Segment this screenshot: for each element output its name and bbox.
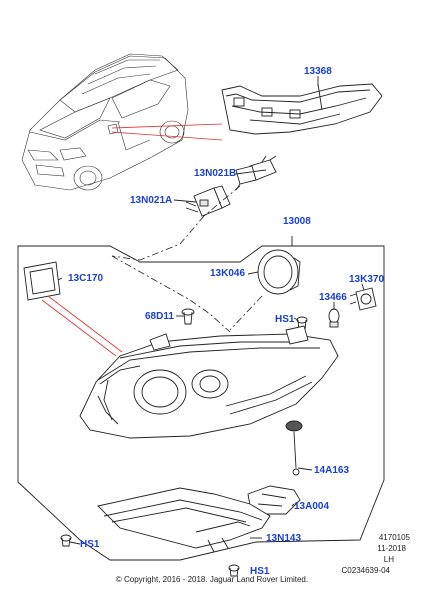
headlamp-cover-13K046[interactable] [257, 249, 301, 295]
part-label-13A004[interactable]: 13A004 [294, 501, 330, 512]
diagram-code: C0234639-04 [341, 566, 390, 575]
part-label-hs1-left[interactable]: HS1 [80, 539, 100, 550]
bracket-13A004[interactable] [247, 485, 301, 515]
part-label-13N021A[interactable]: 13N021A [130, 195, 173, 206]
vehicle-illustration [21, 53, 189, 191]
control-module-13C170[interactable] [23, 261, 123, 357]
copyright-notice: © Copyright, 2016 - 2018. Jaguar Land Ro… [115, 575, 309, 584]
diagram-side: LH [383, 555, 394, 564]
bulb-holder-13K370[interactable] [349, 287, 377, 311]
mirror-indicator-lamp[interactable] [221, 83, 383, 135]
part-label-14A163[interactable]: 14A163 [314, 465, 350, 476]
diagram-date: 11-2018 [377, 544, 406, 553]
part-label-13N143[interactable]: 13N143 [266, 533, 302, 544]
headlamp-assembly-box [17, 236, 385, 561]
part-label-68D11[interactable]: 68D11 [145, 311, 174, 322]
part-label-hs1-upper[interactable]: HS1 [275, 314, 295, 325]
part-14A163[interactable] [285, 420, 303, 476]
bracket-13N143[interactable] [97, 487, 271, 553]
xenon-module-13N021A[interactable] [185, 185, 231, 217]
screw-hs1-bottom[interactable] [228, 564, 240, 577]
part-label-hs1-bottom[interactable]: HS1 [250, 566, 270, 577]
mirror-callout-lines [111, 123, 223, 141]
screw-hs1-left[interactable] [60, 534, 72, 547]
leader-lines [57, 76, 365, 545]
part-label-13N021B[interactable]: 13N021B [194, 168, 237, 179]
part-label-13C170[interactable]: 13C170 [68, 273, 104, 284]
part-label-13K046[interactable]: 13K046 [210, 268, 246, 279]
screw-68D11[interactable] [181, 308, 195, 325]
assembly-lines [111, 185, 263, 333]
bulb-13466[interactable] [328, 308, 340, 328]
headlamp-unit[interactable] [79, 325, 339, 439]
part-label-13368[interactable]: 13368 [304, 66, 332, 77]
part-label-13008[interactable]: 13008 [283, 216, 311, 227]
part-label-13K370[interactable]: 13K370 [349, 274, 385, 285]
diagram-reference-number: 4170105 [378, 533, 410, 542]
part-label-13466[interactable]: 13466 [319, 292, 347, 303]
